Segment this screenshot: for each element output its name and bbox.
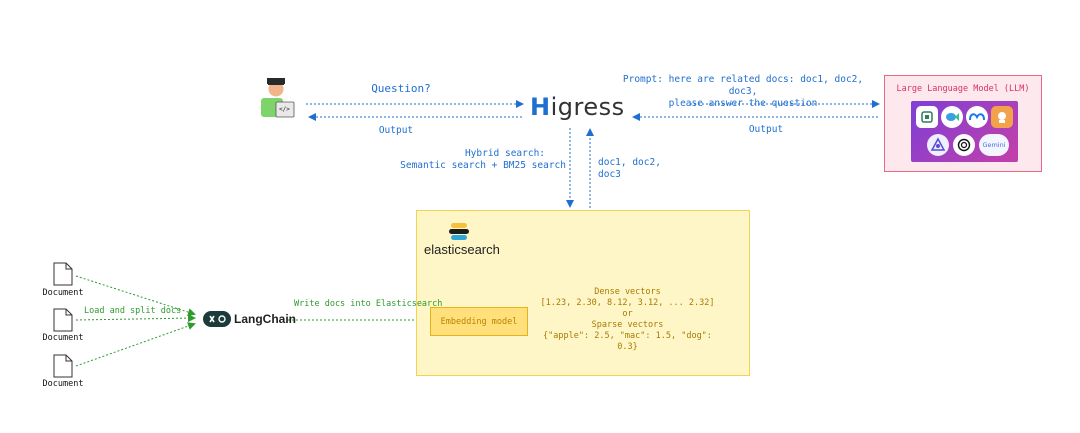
higress-logo: Higress xyxy=(530,93,625,121)
question-label: Question? xyxy=(371,82,431,95)
glm-icon xyxy=(916,106,938,128)
elasticsearch-icon xyxy=(449,222,469,246)
arrow-doc1 xyxy=(75,275,196,316)
llm-title: Large Language Model (LLM) xyxy=(896,84,1030,94)
user-avatar: </> xyxy=(256,73,298,119)
load-split-label: Load and split docs xyxy=(84,306,182,316)
hybrid-line2: Semantic search + BM25 search xyxy=(400,160,566,171)
higress-text: igress xyxy=(550,93,625,121)
prompt-label: Prompt: here are related docs: doc1, doc… xyxy=(618,74,868,110)
embedding-model-label: Embedding model xyxy=(440,316,518,327)
document-icon xyxy=(52,262,74,290)
arrow-doc2 xyxy=(75,314,196,323)
meta-icon xyxy=(966,106,988,128)
gemini-icon: Gemini xyxy=(979,134,1009,156)
gemini-label: Gemini xyxy=(982,141,1006,149)
vectors-description: Dense vectors [1.23, 2.30, 8.12, 3.12, .… xyxy=(540,287,715,353)
llm-box: Large Language Model (LLM) Gemini xyxy=(884,75,1042,172)
vectors-or: or xyxy=(622,309,633,319)
langchain-logo-icon xyxy=(203,311,231,331)
document-label: Document xyxy=(42,333,84,343)
document-icon xyxy=(52,354,74,382)
prompt-line2: please answer the question xyxy=(668,98,818,109)
higress-h: H xyxy=(530,93,551,121)
sparse-vectors-values: {"apple": 2.5, "mac": 1.5, "dog": 0.3} xyxy=(543,331,712,352)
llm-logos-panel: Gemini xyxy=(911,101,1018,162)
elasticsearch-name: elasticsearch xyxy=(424,242,500,257)
document-label: Document xyxy=(42,379,84,389)
output-right-label: Output xyxy=(748,124,784,135)
hybrid-search-label: Hybrid search: Semantic search + BM25 se… xyxy=(384,148,566,172)
hybrid-line1: Hybrid search: xyxy=(464,148,546,159)
prompt-line1: Prompt: here are related docs: doc1, doc… xyxy=(622,74,864,97)
sparse-vectors-title: Sparse vectors xyxy=(591,320,664,330)
fish-icon xyxy=(941,106,963,128)
dense-vectors-values: [1.23, 2.30, 8.12, 3.12, ... 2.32] xyxy=(540,298,715,308)
openai-icon xyxy=(953,134,975,156)
dense-vectors-title: Dense vectors xyxy=(594,287,661,297)
embedding-model-box: Embedding model xyxy=(430,307,528,336)
document-label: Document xyxy=(42,288,84,298)
user-icon xyxy=(261,78,295,118)
langchain-name: LangChain xyxy=(234,312,296,326)
document-icon xyxy=(52,308,74,336)
write-docs-label: Write docs into Elasticsearch xyxy=(294,299,443,309)
moonshot-icon xyxy=(927,134,949,156)
elasticsearch-box xyxy=(416,210,750,376)
output-left-label: Output xyxy=(378,125,414,136)
qwen-icon xyxy=(991,106,1013,128)
docs-back-label: doc1, doc2, doc3 xyxy=(598,157,661,180)
code-label: </> xyxy=(279,106,290,113)
arrow-doc3 xyxy=(75,322,196,367)
